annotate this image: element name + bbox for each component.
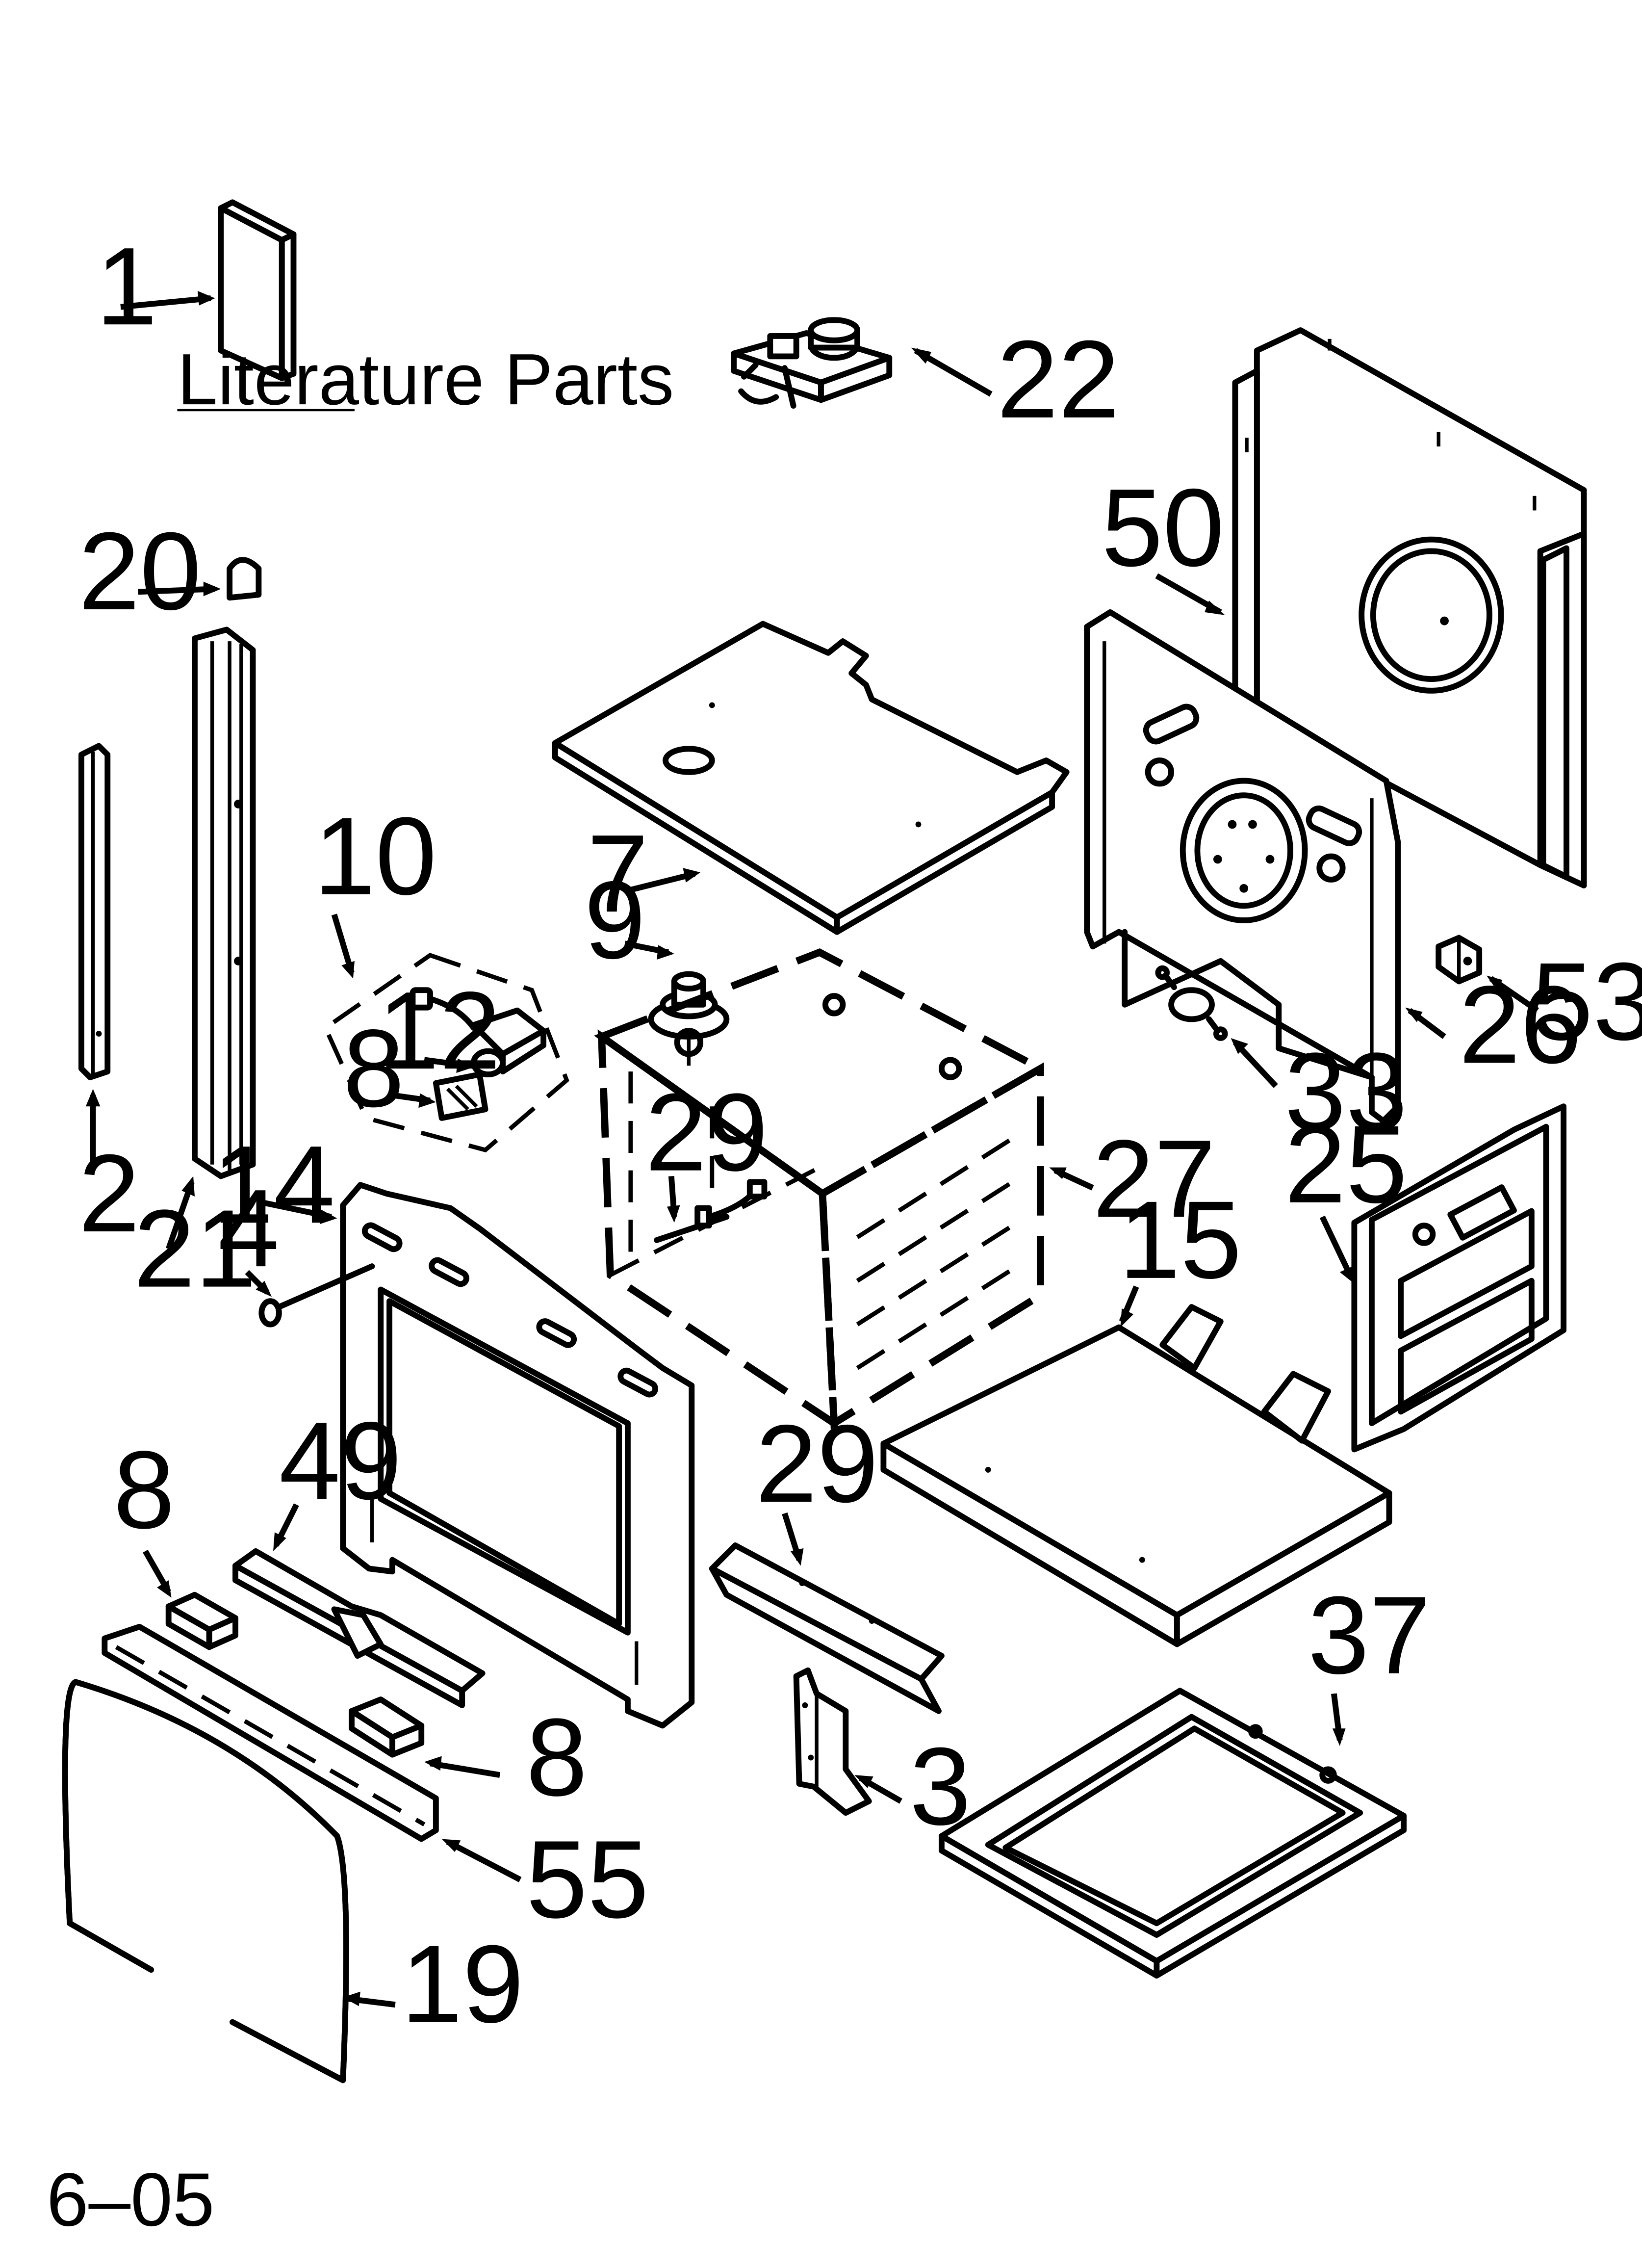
front-support-channel <box>709 1542 945 1714</box>
label-49: 49 <box>279 1399 402 1522</box>
label-8b: 8 <box>526 1695 588 1819</box>
lamp-bulb <box>470 1048 506 1077</box>
arrowhead-12 <box>456 1058 474 1073</box>
label-10: 8 <box>343 1006 404 1130</box>
arrow-11 <box>331 913 355 974</box>
label-55: 55 <box>526 1817 649 1941</box>
label-1: 1 <box>96 224 157 348</box>
label-21: 21 <box>134 1187 257 1310</box>
arrowhead-9 <box>657 945 674 960</box>
arrowhead-8a <box>156 1580 172 1598</box>
trim-end-cap <box>227 557 262 601</box>
label-14: 14 <box>212 1122 335 1246</box>
arrowhead-21 <box>181 1176 195 1197</box>
arrowhead-10 <box>418 1093 436 1108</box>
rear-panel <box>1084 609 1401 1124</box>
label-29: 29 <box>645 1070 768 1194</box>
front-frame <box>340 1182 695 1729</box>
arrow-1 <box>120 295 211 310</box>
side-trim <box>192 626 256 1179</box>
label-12: 12 <box>378 968 500 1092</box>
arrow-8b <box>430 1760 501 1778</box>
arrowhead-8b <box>424 1756 442 1771</box>
side-trim-strip <box>78 743 111 1080</box>
lamp-socket <box>410 987 547 1075</box>
thermal-cutoff <box>1155 965 1228 1041</box>
temperature-sensor <box>654 1179 768 1243</box>
arrowhead-11 <box>341 961 355 979</box>
spacer-block-upper <box>165 1591 238 1650</box>
label-2: 2 <box>78 1131 140 1255</box>
door-gasket <box>62 1679 349 2084</box>
arrowhead-26 <box>1405 1007 1423 1022</box>
spacer-block-lower <box>349 1696 425 1758</box>
arrow-7 <box>624 871 695 894</box>
arrowhead-7 <box>683 868 701 883</box>
lamp-assembly-outline <box>323 953 569 1152</box>
label-27: 27 <box>1093 1117 1215 1240</box>
arrowhead-4 <box>256 1280 272 1297</box>
arrowhead-29 <box>667 1205 680 1223</box>
back-wrapper <box>1232 327 1587 888</box>
arrowhead-19 <box>1120 1308 1134 1328</box>
literature-booklet <box>218 199 297 381</box>
arrowhead-1 <box>197 291 215 306</box>
label-25: 25 <box>1284 1102 1407 1226</box>
arrowhead-22 <box>911 347 932 364</box>
arrowhead-25 <box>1339 1266 1355 1284</box>
top-panel <box>552 621 1070 935</box>
arrowhead-15 <box>343 1991 360 2007</box>
label-26: 26 <box>1459 963 1582 1086</box>
revision-code: 6–05 <box>47 2158 215 2242</box>
arrow-55 <box>446 1839 522 1882</box>
arrowhead-50 <box>1205 600 1225 615</box>
bottom-cover <box>880 1304 1392 1647</box>
arrowhead-27 <box>1049 1167 1067 1179</box>
arrowhead-37 <box>1231 1038 1249 1054</box>
vent-grille <box>102 1623 439 1842</box>
arrowhead-3 <box>854 1775 873 1788</box>
arrow-20 <box>138 586 215 595</box>
screw <box>258 1263 375 1328</box>
label-9: 9 <box>584 858 645 982</box>
label-4: 4 <box>218 1166 279 1290</box>
arrowhead-55 <box>441 1839 461 1852</box>
label-50: 50 <box>1102 466 1224 589</box>
literature-caption: Literature Parts <box>177 339 674 420</box>
label-7: 7 <box>587 811 648 935</box>
label-8a: 8 <box>113 1428 175 1551</box>
arrow-25 <box>1319 1215 1354 1279</box>
arrowhead-33 <box>790 1548 804 1566</box>
vent-duct <box>232 1548 486 1708</box>
arrowhead-14 <box>319 1209 337 1225</box>
label-22: 22 <box>997 317 1120 441</box>
label-15: 19 <box>401 1922 524 2046</box>
arrowhead-2 <box>85 1089 101 1107</box>
base-frame <box>938 1688 1407 1979</box>
door-latch <box>731 317 893 409</box>
wire-clip <box>1436 935 1483 985</box>
side-panel <box>1351 1103 1566 1453</box>
arrowhead-43 <box>1332 1728 1346 1746</box>
mounting-bracket <box>793 1667 872 1816</box>
lamp-lens <box>433 1071 488 1121</box>
arrowhead-53 <box>1486 975 1503 991</box>
label-37: 33 <box>1284 1030 1407 1153</box>
label-20: 20 <box>78 509 201 633</box>
arrowhead-49 <box>273 1532 286 1551</box>
arrow-14 <box>261 1199 332 1220</box>
label-11: 10 <box>314 794 436 918</box>
label-33: 29 <box>756 1402 878 1525</box>
label-43: 37 <box>1308 1573 1431 1697</box>
arrowhead-20 <box>203 581 221 597</box>
label-53: 53 <box>1532 939 1642 1063</box>
label-19: 15 <box>1119 1178 1241 1302</box>
